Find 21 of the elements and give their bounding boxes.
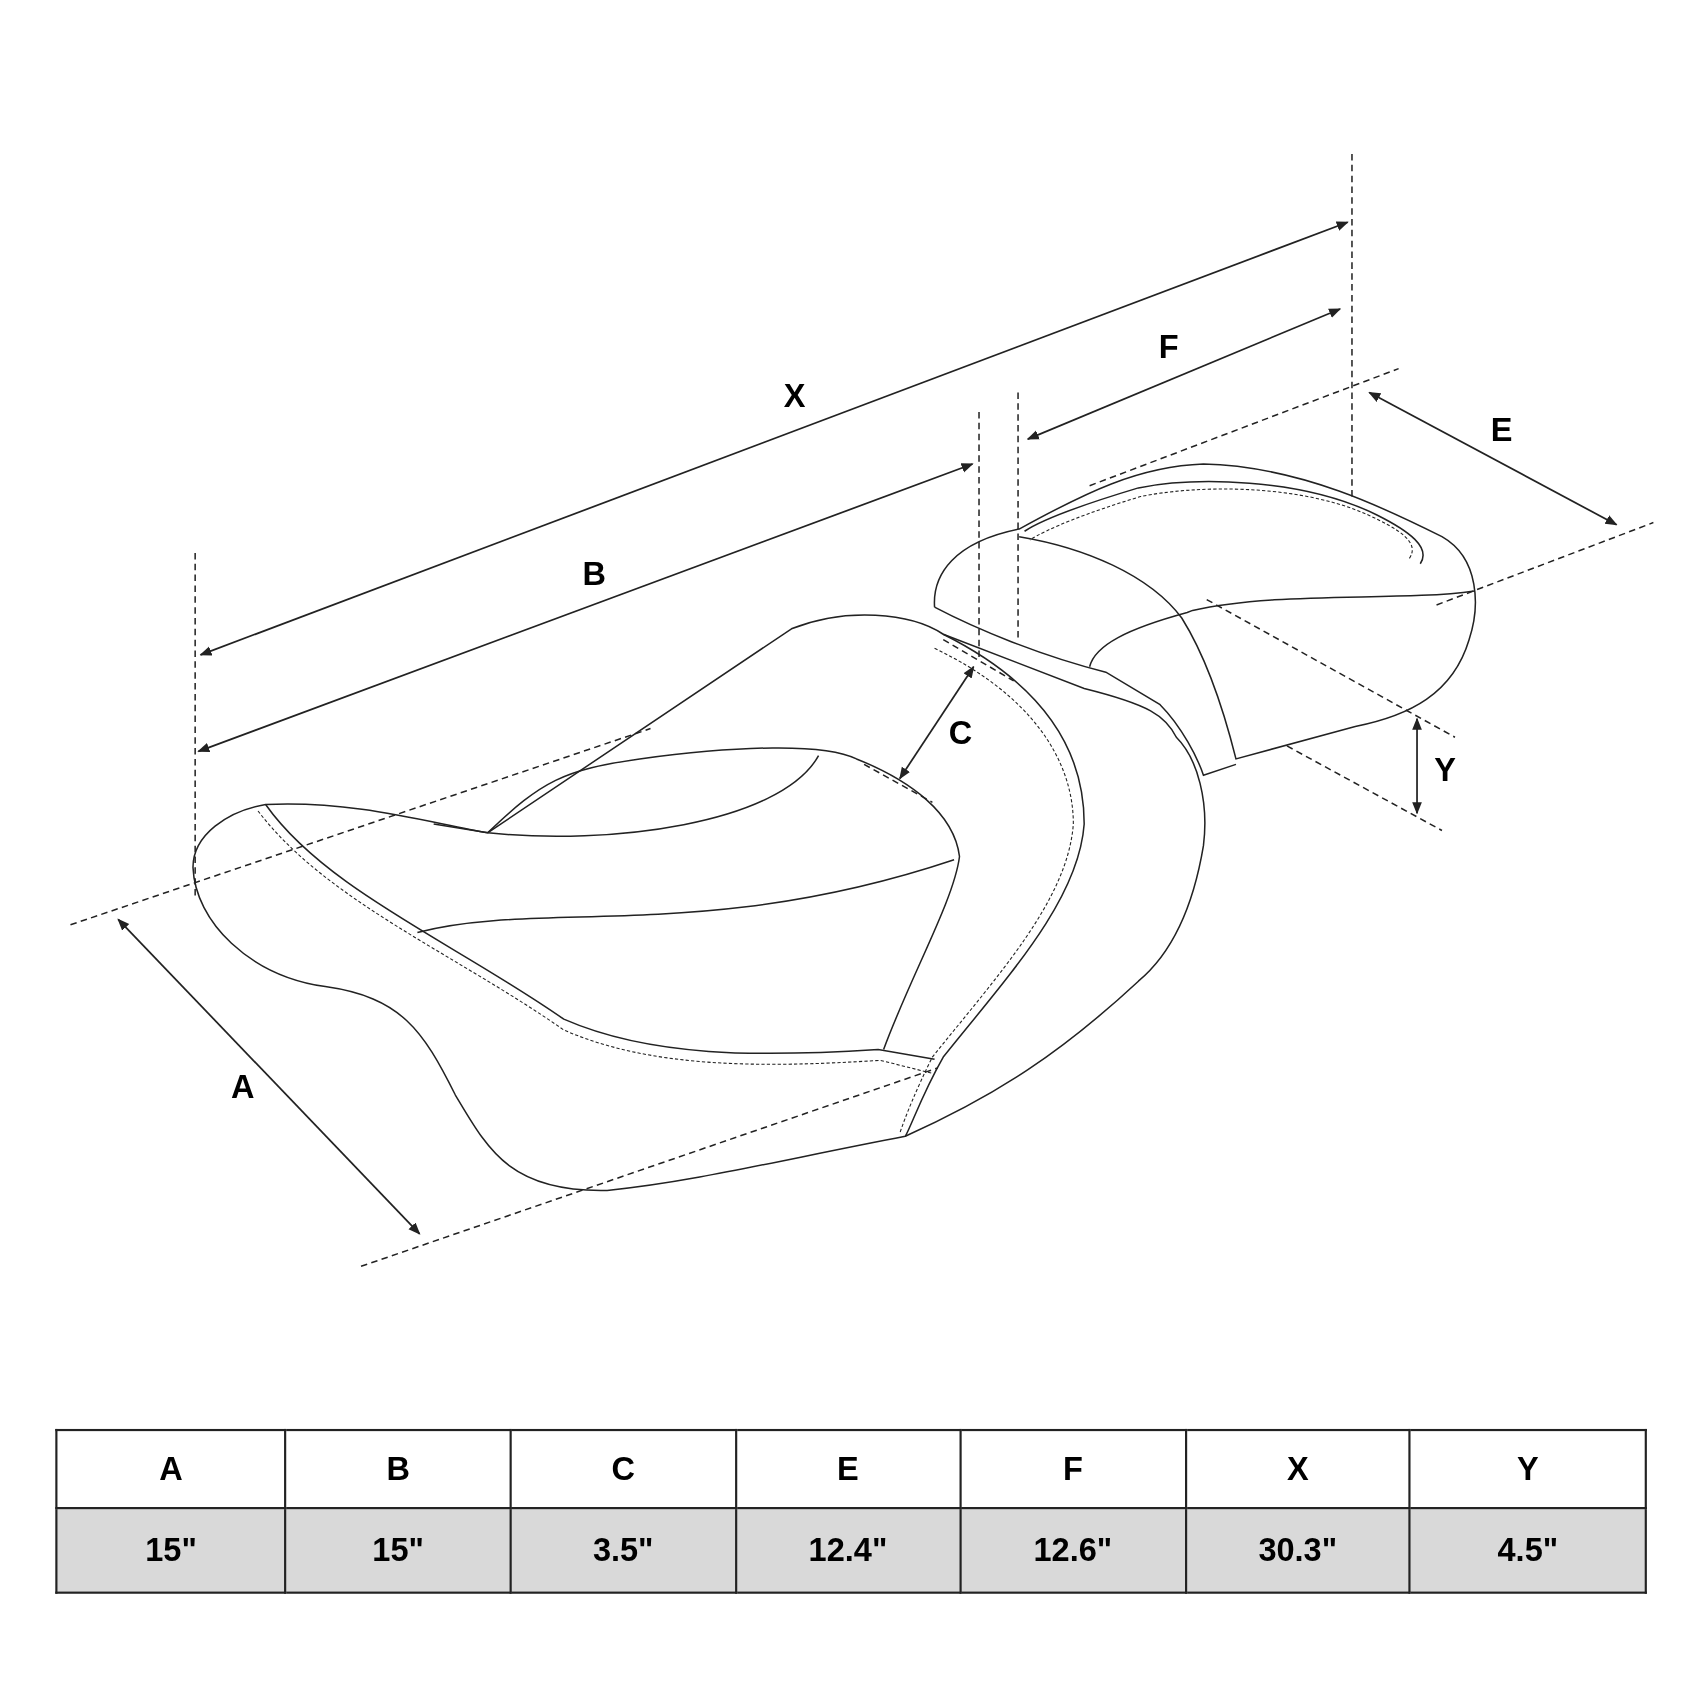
dimension-letter: X [783, 379, 806, 412]
dimension-header: X [1185, 1430, 1410, 1509]
measurement-value: 30.3" [1185, 1508, 1410, 1593]
dimension-header: C [510, 1430, 736, 1509]
dimension-header: B [285, 1430, 511, 1509]
dimension-letter: A [231, 1071, 255, 1104]
dimension-letter: F [1158, 330, 1179, 364]
dimension-header: Y [1409, 1430, 1646, 1509]
dimension-letter: B [582, 558, 606, 591]
measurement-value: 12.6" [960, 1508, 1186, 1593]
dimension-letter: C [948, 716, 973, 750]
dimension-letter: Y [1434, 753, 1457, 787]
measurement-value: 15" [285, 1508, 511, 1593]
dimension-header: F [960, 1430, 1186, 1509]
dimension-header: E [735, 1430, 961, 1509]
measurement-value: 4.5" [1409, 1508, 1646, 1593]
measurement-value: 15" [56, 1508, 286, 1593]
dimension-header: A [56, 1430, 286, 1509]
dimension-letter: E [1490, 414, 1513, 447]
measurement-value: 12.4" [735, 1508, 961, 1593]
measurement-value: 3.5" [510, 1508, 736, 1593]
